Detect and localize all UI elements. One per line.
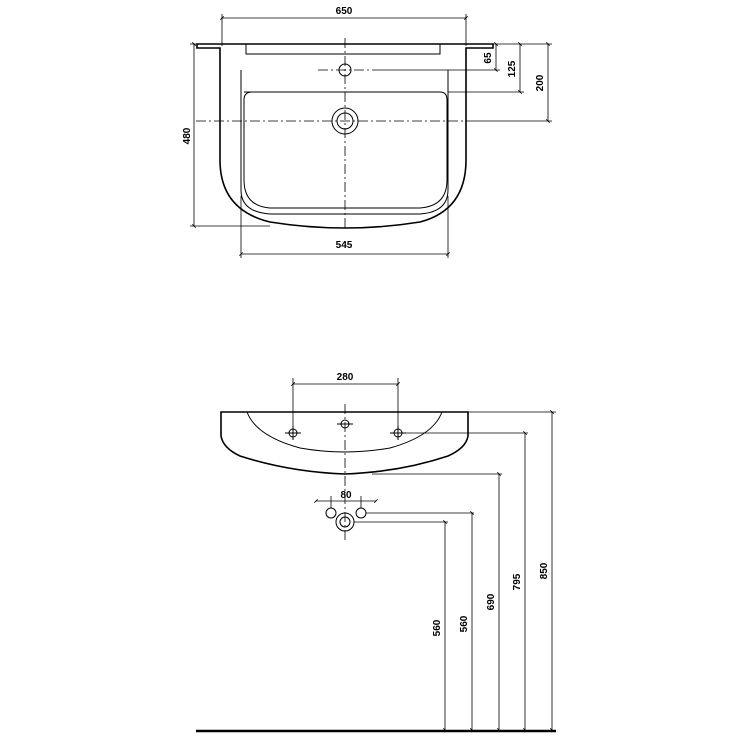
top-view: 650 480 545 65 125 200 [182, 6, 552, 258]
bowl-bottom-height-label: 795 [512, 573, 523, 590]
tap-spacing-label: 280 [337, 372, 354, 383]
front-view: 280 80 560 560 690 795 850 [196, 372, 556, 733]
depth-label: 480 [182, 127, 193, 144]
supply-height-b-label: 560 [459, 615, 470, 632]
supply-spacing-label: 80 [340, 490, 352, 501]
bowl-well [243, 91, 448, 209]
back-shelf [245, 44, 441, 55]
basin-profile [220, 411, 469, 475]
supply-right [355, 507, 367, 519]
bowl-interior [246, 411, 443, 453]
tap-hole-to-rim-label: 125 [507, 60, 518, 77]
waste-outlet-inner [339, 516, 351, 528]
tap-hole-right [390, 426, 406, 440]
bowl-width-label: 545 [336, 240, 353, 251]
tap-hole-offset-label: 65 [483, 52, 494, 64]
rim-height-label: 850 [539, 562, 550, 579]
width-label: 650 [336, 6, 353, 17]
basin-outline [196, 43, 494, 229]
supply-left [325, 507, 337, 519]
supply-height-a-label: 560 [432, 619, 443, 636]
tap-hole-left [285, 426, 301, 440]
drain-height-label: 690 [486, 593, 497, 610]
drain-offset-label: 200 [535, 74, 546, 91]
